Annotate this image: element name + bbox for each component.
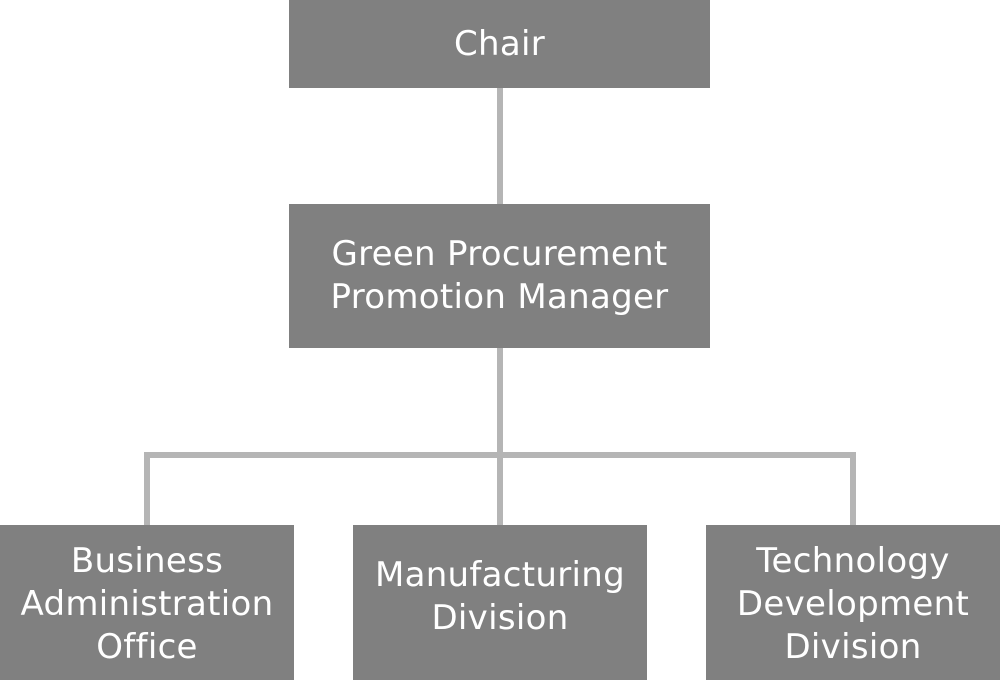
node-manufacturing-label: Manufacturing Division	[374, 554, 626, 638]
node-manufacturing-division: Manufacturing Division	[353, 525, 647, 680]
node-chair-label: Chair	[453, 23, 546, 64]
node-chair: Chair	[289, 0, 710, 88]
node-technology-label: Technology Development Division	[736, 541, 970, 667]
node-business-administration-office: Business Administration Office	[0, 525, 294, 680]
node-technology-development-division: Technology Development Division	[706, 525, 1000, 680]
node-green-procurement-promotion-manager: Green Procurement Promotion Manager	[289, 204, 710, 348]
node-business-label: Business Administration Office	[20, 541, 274, 667]
node-manager-label: Green Procurement Promotion Manager	[330, 234, 669, 317]
